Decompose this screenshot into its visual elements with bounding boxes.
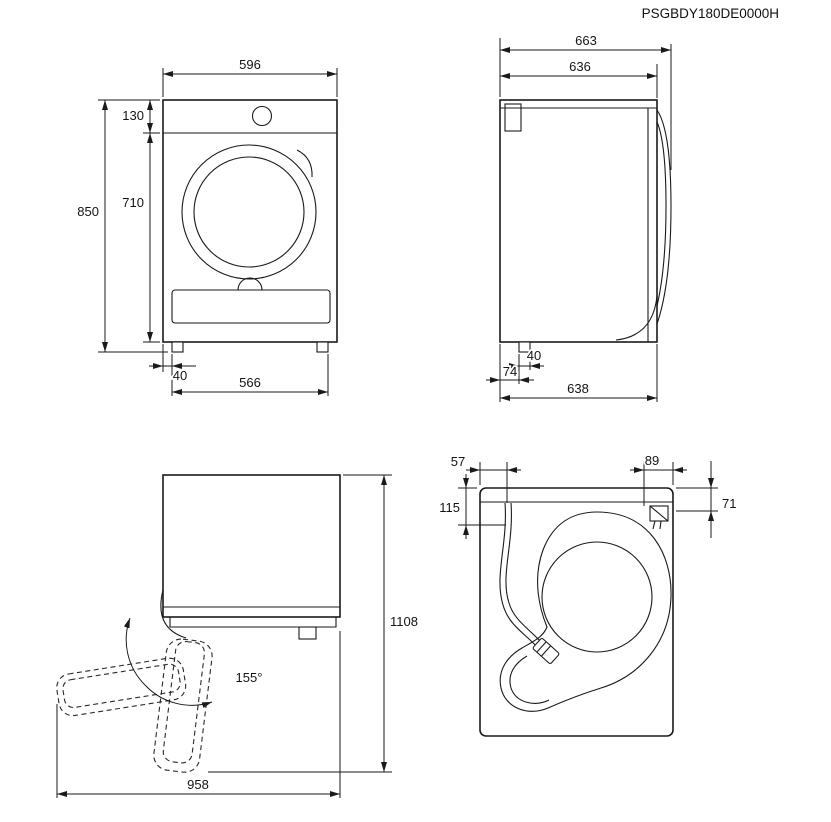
dim-top-hose-offset: 57 <box>451 454 465 469</box>
dim-door-angle: 155° <box>236 670 263 685</box>
bottom-drawer <box>171 289 331 324</box>
dim-side-depth-total: 663 <box>575 33 597 48</box>
power-cord-box <box>649 505 669 522</box>
door-outer-ring <box>181 144 317 280</box>
angle-arc <box>144 684 213 709</box>
plinth <box>169 617 337 628</box>
side-dimensions: 663 636 40 74 638 <box>486 31 672 402</box>
side-foot <box>518 341 531 353</box>
drain-hose-outer <box>499 502 539 649</box>
hinge-curve <box>160 589 187 639</box>
top-cabinet <box>479 487 674 737</box>
power-cord-lines <box>652 520 662 530</box>
dim-open-total-depth: 958 <box>187 777 209 792</box>
side-view <box>499 99 672 353</box>
rear-bulge-outer <box>656 109 672 325</box>
dim-side-foot-width: 40 <box>527 348 541 363</box>
dim-front-panel-height: 130 <box>122 108 144 123</box>
dim-front-body-height: 710 <box>122 195 144 210</box>
hose-clamp-line <box>536 641 547 653</box>
rear-bottom-curve <box>615 295 658 341</box>
dim-front-width: 596 <box>239 57 261 72</box>
drum-inner-ring <box>541 541 653 653</box>
door-open-dimensions: 1108 958 <box>56 474 420 798</box>
open-cabinet <box>162 474 341 618</box>
door-position-open-inner <box>62 663 181 709</box>
front-right-foot <box>316 341 329 353</box>
dim-side-foot-offset: 74 <box>503 364 517 379</box>
dim-top-hose-depth: 115 <box>439 500 460 515</box>
drum-outline <box>499 511 672 712</box>
dim-top-cord-offset: 89 <box>645 453 659 468</box>
drain-hose-inner <box>505 502 542 643</box>
side-cabinet <box>499 99 658 343</box>
dim-top-cord-depth: 71 <box>722 496 736 511</box>
hose-clamp-line <box>540 645 552 657</box>
dim-front-height: 850 <box>77 204 99 219</box>
top-dimensions: 57 89 115 71 <box>438 451 738 539</box>
drum-tail-inner <box>509 655 550 704</box>
door-open-positions <box>56 638 213 773</box>
door-position-down-outer <box>153 638 213 773</box>
front-cabinet <box>162 99 338 343</box>
hose-connector <box>532 638 560 664</box>
angle-arc <box>123 617 146 686</box>
door-handle <box>296 149 313 178</box>
dim-front-foot-inset: 40 <box>173 368 187 383</box>
top-view <box>479 487 674 737</box>
drawer-notch <box>237 277 263 291</box>
front-dimensions: 596 130 710 850 40 566 <box>76 55 338 396</box>
rear-bulge-inner <box>656 121 667 307</box>
power-knob <box>251 105 273 127</box>
drawing-code: PSGBDY180DE0000H <box>642 6 779 21</box>
front-view <box>162 99 338 353</box>
door-open-view: 155° <box>56 474 341 773</box>
front-left-foot <box>171 341 184 353</box>
dim-front-feet-span: 566 <box>239 375 261 390</box>
door-inner-ring <box>193 156 305 268</box>
power-cord-box-diagonal <box>649 505 669 522</box>
dim-side-depth-base: 638 <box>567 381 589 396</box>
dim-side-depth-body: 636 <box>569 59 591 74</box>
door-position-open-outer <box>56 657 187 717</box>
dim-open-total-height: 1108 <box>390 614 418 629</box>
door-position-down-inner <box>162 640 206 764</box>
front-trim-detail <box>504 103 522 132</box>
open-view-foot <box>298 626 317 640</box>
